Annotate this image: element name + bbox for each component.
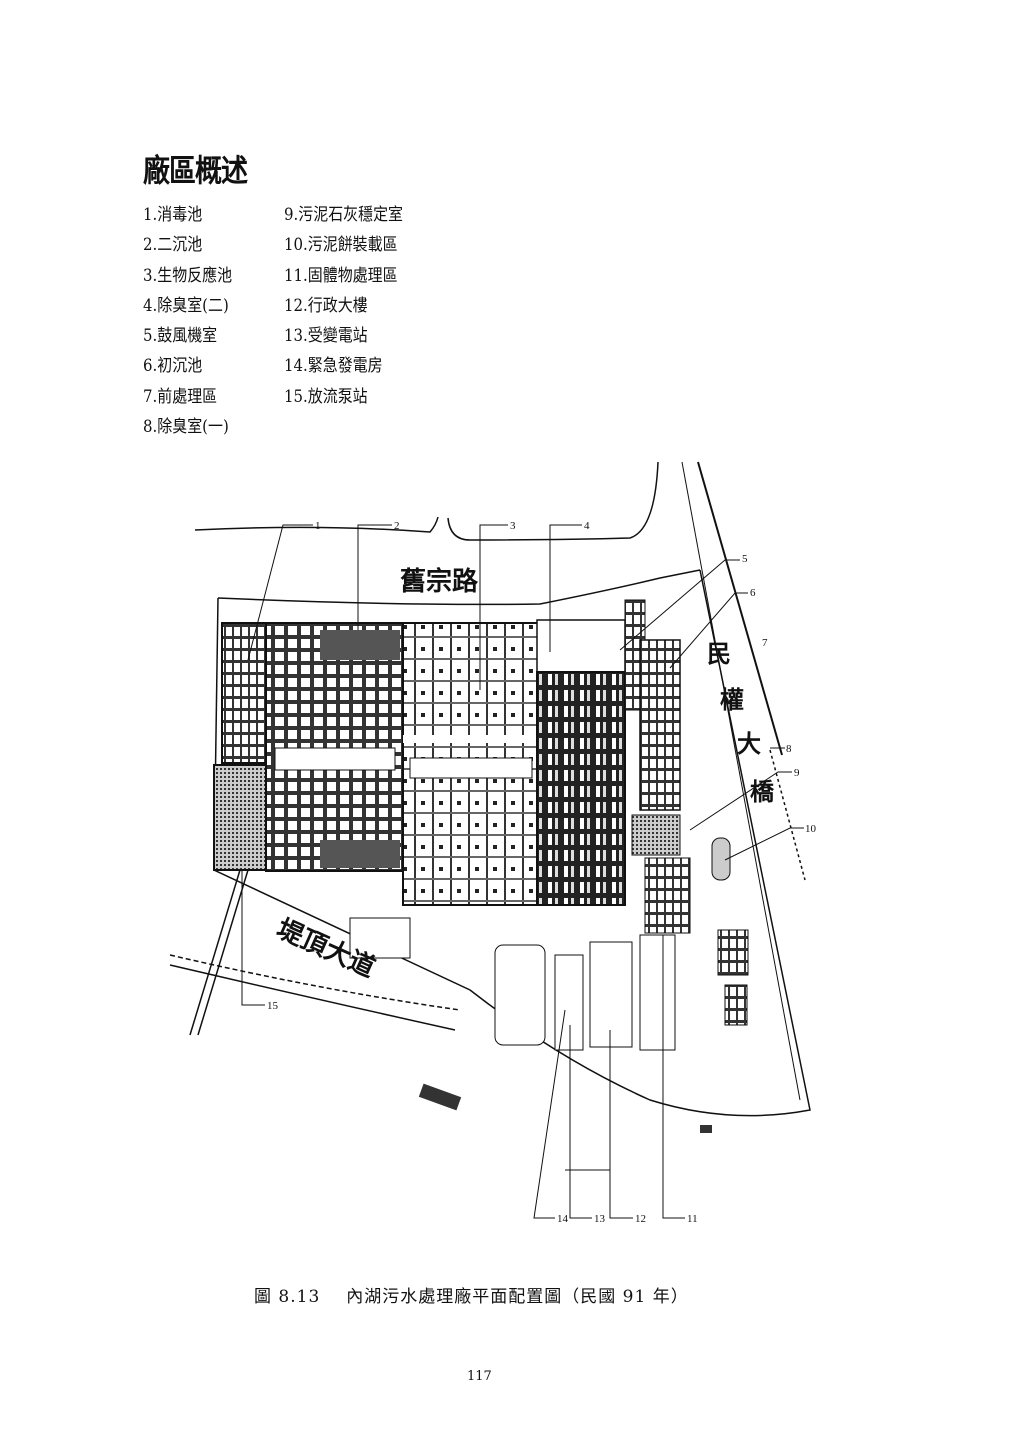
legend-item: 12.行政大樓 <box>284 295 368 316</box>
solids-treatment-area <box>644 857 691 934</box>
legend-item: 2.二沉池 <box>143 235 203 256</box>
emergency-generator-room <box>554 954 584 1051</box>
callout-3: 3 <box>510 520 516 532</box>
bridge-line <box>681 461 801 1101</box>
callout-8: 8 <box>786 743 792 755</box>
legend-item: 10.污泥餅裝載區 <box>284 235 398 256</box>
levee-line <box>169 964 456 1031</box>
legend-item: 1.消毒池 <box>143 205 203 225</box>
callout-5: 5 <box>742 553 748 565</box>
callout-9: 9 <box>794 767 800 779</box>
legend-item: 8.除臭室(一) <box>143 417 229 438</box>
road-label-east-char: 橋 <box>750 778 775 806</box>
sludge-cake-loading-area <box>711 837 731 881</box>
callout-10: 10 <box>805 823 817 835</box>
road-label-east-char: 權 <box>720 686 744 714</box>
legend-item: 15.放流泵站 <box>284 386 368 407</box>
callout-2: 2 <box>394 520 400 532</box>
clarifier-channel <box>274 747 396 771</box>
structure <box>349 917 411 959</box>
road-label-east-char: 民 <box>707 640 731 668</box>
primary-clarifier <box>536 671 626 906</box>
callout-6: 6 <box>750 587 756 599</box>
callout-12: 12 <box>635 1213 646 1225</box>
legend-item: 7.前處理區 <box>143 386 218 407</box>
legend-item: 3.生物反應池 <box>143 265 233 286</box>
bioreactor-channel <box>409 757 533 779</box>
pretreatment-area <box>639 639 681 811</box>
legend-item: 6.初沉池 <box>143 356 203 377</box>
clarifier-shaded <box>320 840 400 868</box>
callout-1: 1 <box>315 520 321 532</box>
bridge-line <box>697 461 783 756</box>
legend-item: 14.緊急發電房 <box>284 356 383 377</box>
lime-stabilization-room <box>631 814 681 856</box>
road-label-north: 舊宗路 <box>400 566 479 597</box>
disinfection-basin <box>221 622 267 764</box>
figure-title: 內湖污水處理廠平面配置圖（民國 91 年） <box>346 1287 689 1307</box>
outfall-structure <box>418 1083 462 1111</box>
clarifier-shaded <box>320 630 400 660</box>
substation <box>639 934 676 1051</box>
road-label-east-char: 大 <box>737 730 761 758</box>
figure-number: 圖 8.13 <box>254 1287 321 1307</box>
effluent-pump-station <box>213 764 267 871</box>
callout-15: 15 <box>267 1000 279 1012</box>
legend-item: 11.固體物處理區 <box>284 265 398 286</box>
levee-line <box>169 954 461 1011</box>
callout-4: 4 <box>584 520 590 532</box>
walkway <box>403 735 623 743</box>
callout-7: 7 <box>762 637 768 649</box>
figure-caption: 圖 8.13 內湖污水處理廠平面配置圖（民國 91 年） <box>254 1282 689 1307</box>
road-line <box>194 516 439 533</box>
callout-leaders <box>241 524 804 1219</box>
legend-item: 5.鼓風機室 <box>143 326 218 347</box>
bridge-line <box>769 749 806 881</box>
lawn-area <box>494 944 546 1046</box>
legend-item: 9.污泥石灰穩定室 <box>284 205 404 225</box>
section-title: 廠區概述 <box>143 154 248 190</box>
admin-building <box>589 941 633 1048</box>
legend-item: 4.除臭室(二) <box>143 295 229 316</box>
secondary-clarifier <box>265 622 404 872</box>
parking <box>717 929 749 976</box>
gate-marker <box>700 1125 712 1133</box>
site-boundary <box>217 569 701 606</box>
callout-labels: 1 2 3 4 5 6 7 8 9 10 11 12 13 14 15 <box>267 520 817 1225</box>
legend-column-2: 9.污泥石灰穩定室 10.污泥餅裝載區 11.固體物處理區 12.行政大樓 13… <box>284 200 403 412</box>
parking <box>724 984 748 1026</box>
callout-13: 13 <box>594 1213 606 1225</box>
legend-column-1: 1.消毒池 2.二沉池 3.生物反應池 4.除臭室(二) 5.鼓風機室 6.初沉… <box>143 200 232 442</box>
legend-item: 13.受變電站 <box>284 326 368 347</box>
outfall-pipe <box>189 869 249 1036</box>
callout-11: 11 <box>687 1213 698 1225</box>
callout-14: 14 <box>557 1213 569 1225</box>
road-line <box>447 461 659 541</box>
page-number: 117 <box>467 1369 492 1384</box>
